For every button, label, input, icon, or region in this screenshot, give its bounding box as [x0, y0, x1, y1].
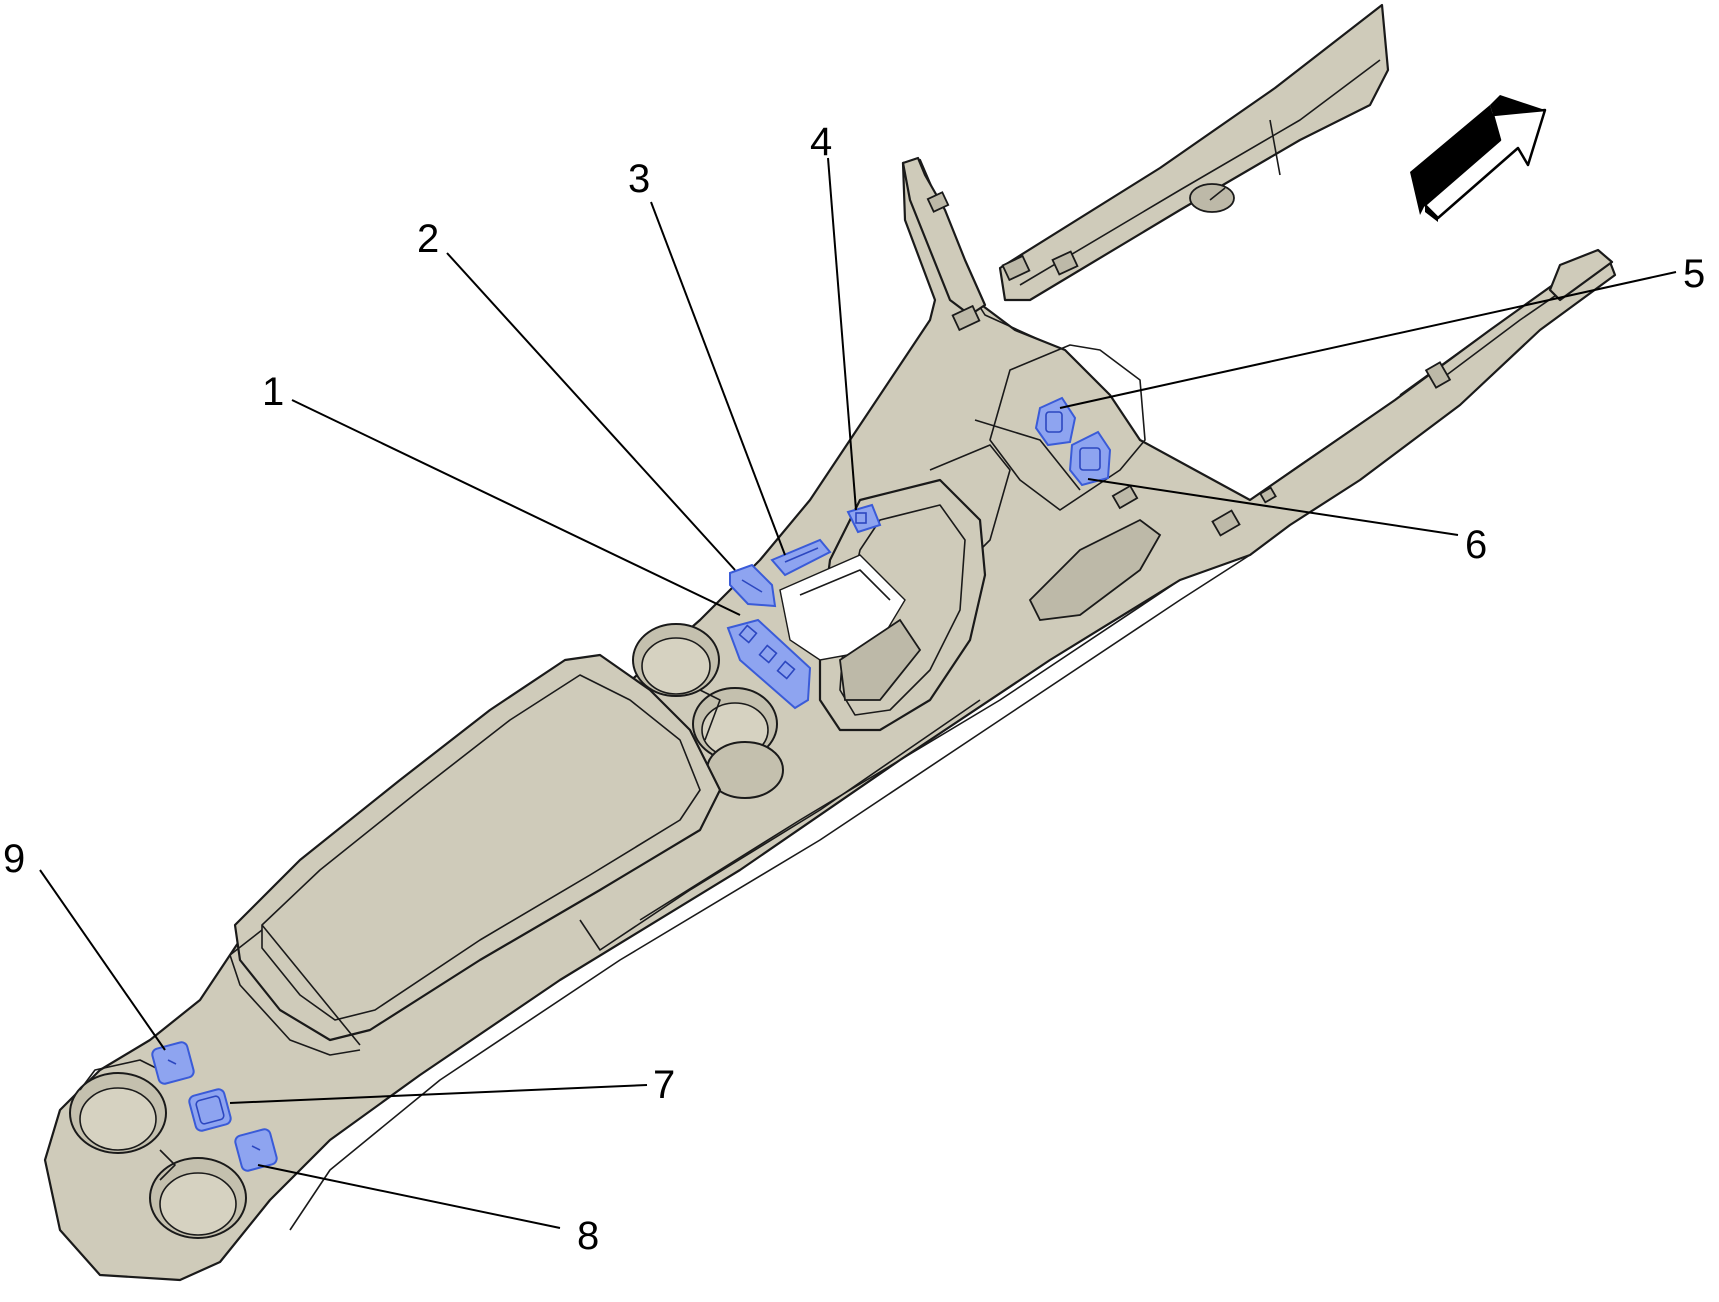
console-body	[43, 158, 1617, 1282]
leader-lines	[39, 157, 1677, 1229]
callout-3: 3	[628, 157, 650, 201]
switch-1-group	[726, 618, 812, 710]
callout-1: 1	[262, 370, 284, 414]
switch-8	[234, 1128, 278, 1172]
front-storage-tray	[929, 344, 1162, 621]
leader-1	[291, 399, 741, 616]
switch-7	[188, 1088, 232, 1132]
leader-9	[39, 869, 166, 1051]
callout-7: 7	[653, 1063, 675, 1107]
forward-direction-arrow-icon	[1410, 95, 1547, 222]
switch-2	[729, 563, 777, 608]
leader-5	[1059, 271, 1677, 409]
switch-5	[1034, 396, 1077, 447]
leader-8	[257, 1164, 561, 1229]
callout-2: 2	[417, 217, 439, 261]
leader-4	[827, 157, 857, 511]
callout-8: 8	[577, 1214, 599, 1258]
front-cup-holders	[632, 623, 784, 799]
switch-6	[1068, 430, 1112, 487]
callout-5: 5	[1683, 252, 1705, 296]
upper-dash-trim	[998, 3, 1390, 302]
left-mount-bracket	[901, 156, 1079, 332]
right-mount-bracket	[1111, 248, 1614, 537]
callout-6: 6	[1465, 523, 1487, 567]
callout-labels: 1 2 3 4 5 6 7 8 9	[3, 120, 1705, 1258]
leader-2	[446, 252, 736, 571]
switch-9	[151, 1041, 195, 1085]
callout-4: 4	[810, 120, 832, 164]
armrest-lid	[229, 653, 722, 1056]
shifter-bezel	[779, 478, 987, 732]
switch-4	[846, 503, 882, 534]
callout-9: 9	[3, 837, 25, 881]
leader-3	[650, 201, 786, 556]
leader-6	[1087, 478, 1459, 536]
rear-cup-holders	[69, 1059, 247, 1239]
leader-7	[229, 1084, 648, 1104]
switch-3	[770, 538, 832, 577]
